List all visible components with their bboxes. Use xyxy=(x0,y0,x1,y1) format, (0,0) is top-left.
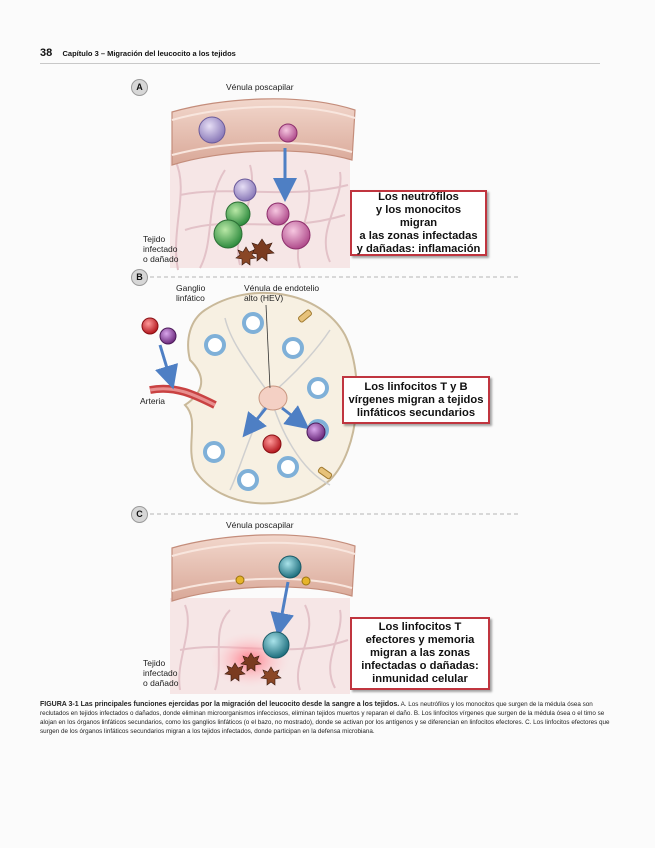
panel-a-tissue-label: Tejido infectado o dañado xyxy=(143,234,179,264)
venule-a xyxy=(171,98,356,166)
panel-b-artery-label: Arteria xyxy=(140,396,166,406)
microbe-5 xyxy=(224,662,246,682)
panel-b-callout: Los linfocitos T y B vírgenes migran a t… xyxy=(342,376,490,424)
efferent-vessel xyxy=(298,309,312,323)
panel-a-venule-label: Vénula poscapilar xyxy=(226,82,294,92)
migration-arrow-b2 xyxy=(242,407,268,438)
panel-b-node-label: Ganglio linfático xyxy=(176,283,206,303)
caption-body: A. Los neutrófilos y los monocitos que s… xyxy=(40,701,610,735)
panel-a-illustration xyxy=(170,98,356,271)
panel-a-label: A xyxy=(131,79,148,96)
node-sinuses xyxy=(224,317,331,491)
neutrophil-tissue-1 xyxy=(266,202,290,226)
panel-c-callout: Los linfocitos T efectores y memoria mig… xyxy=(350,617,490,690)
lymphatic-vessel xyxy=(317,466,333,480)
macrophage-2 xyxy=(213,219,243,249)
microbe-2 xyxy=(235,246,257,266)
monocyte-transmigrating xyxy=(233,178,257,202)
naive-t-cell-blood xyxy=(141,317,159,335)
page-number: 38 xyxy=(40,47,53,59)
migration-arrow-c xyxy=(270,581,294,637)
chemokine-dot xyxy=(235,575,245,585)
running-header: 38 Capítulo 3 – Migración del leucocito … xyxy=(40,47,600,64)
neutrophil-adhering xyxy=(278,123,298,143)
migration-arrow-b3 xyxy=(281,405,310,430)
panel-c-venule-label: Vénula poscapilar xyxy=(226,520,294,530)
chapter-title: Capítulo 3 – Migración del leucocito a l… xyxy=(62,49,236,58)
neutrophil-tissue-2 xyxy=(281,220,311,250)
microbe-4 xyxy=(260,666,282,686)
effector-t-cell-vessel xyxy=(278,555,302,579)
naive-b-cell-node xyxy=(306,422,326,442)
panel-c-label: C xyxy=(131,506,148,523)
effector-t-cell-tissue xyxy=(262,631,290,659)
panel-a-callout: Los neutrófilos y los monocitos migran a… xyxy=(350,190,487,256)
hev-vessel xyxy=(258,385,288,411)
panel-b-hev-label: Vénula de endotelio alto (HEV) xyxy=(244,283,320,303)
microbe-3 xyxy=(240,652,262,672)
naive-t-cell-node xyxy=(262,434,282,454)
venule-c xyxy=(171,534,356,602)
monocyte-in-vessel xyxy=(198,116,226,144)
panel-c-tissue-label: Tejido infectado o dañado xyxy=(143,658,179,688)
naive-b-cell-blood xyxy=(159,327,177,345)
panel-b-label: B xyxy=(131,269,148,286)
migration-arrow-b1 xyxy=(155,344,179,390)
panel-b-illustration xyxy=(141,291,358,505)
figure-caption: FIGURA 3-1 Las principales funciones eje… xyxy=(40,700,610,736)
caption-lead: FIGURA 3-1 Las principales funciones eje… xyxy=(40,701,400,708)
hev-pointer xyxy=(265,304,271,389)
panel-c-illustration xyxy=(170,534,356,694)
